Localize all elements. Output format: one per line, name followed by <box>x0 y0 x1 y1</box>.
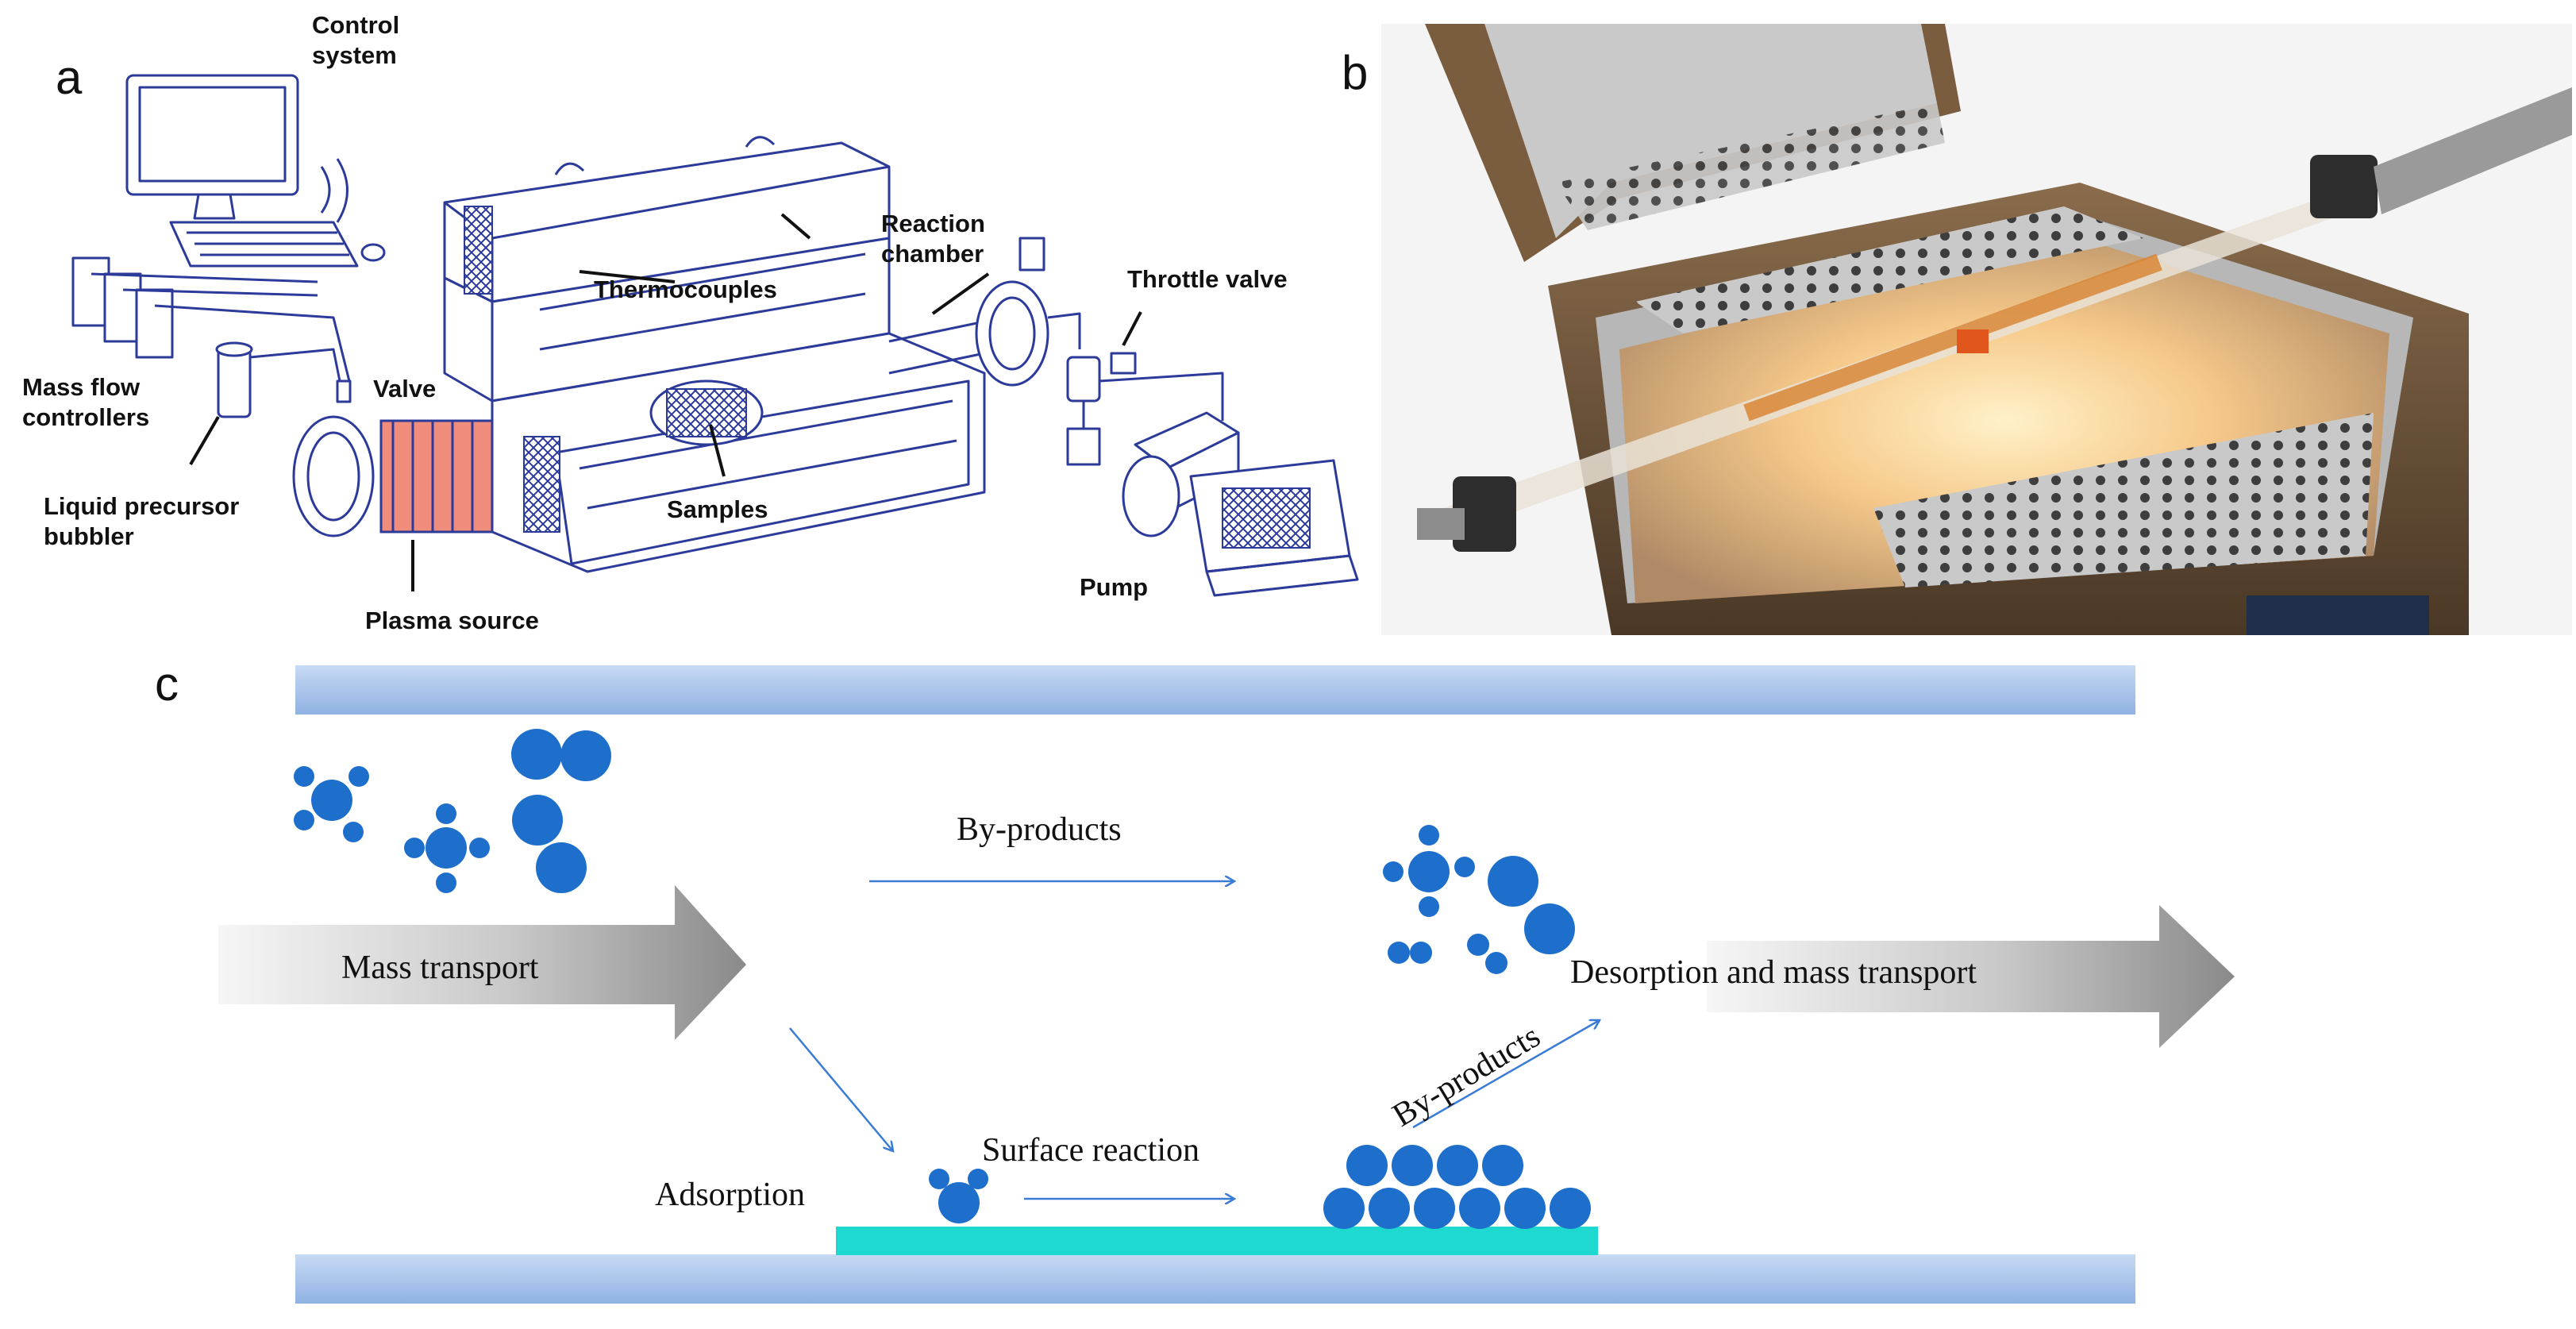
label-plasma-source: Plasma source <box>365 607 539 634</box>
label-pump: Pump <box>1080 573 1148 601</box>
label-adsorption: Adsorption <box>655 1177 805 1213</box>
panel-a-leaders <box>189 213 1142 477</box>
pump-icon <box>1122 411 1359 597</box>
plasma-source-coil <box>292 415 522 591</box>
label-samples: Samples <box>667 495 768 523</box>
panel-b: b <box>1342 24 2572 635</box>
panel-a: a <box>22 11 1359 634</box>
label-mass-transport: Mass transport <box>341 950 539 986</box>
label-reaction-chamber: Reaction chamber <box>881 210 992 268</box>
mass-transport-arrow <box>218 885 746 1040</box>
reaction-chamber-icon <box>888 237 1081 387</box>
bubbler-icon <box>215 341 343 418</box>
flow-arrows <box>789 881 1600 1199</box>
panel-c-tag: c <box>155 657 179 711</box>
deposited-film <box>1323 1145 1591 1229</box>
adsorbed-molecule <box>929 1169 988 1223</box>
label-throttle-valve: Throttle valve <box>1127 265 1288 293</box>
tube-wall-bottom <box>295 1254 2135 1304</box>
label-surface-reaction: Surface reaction <box>982 1132 1199 1169</box>
furnace-body <box>443 136 986 573</box>
label-by-products-diag: By-products <box>1386 1018 1546 1134</box>
label-by-products-top: By-products <box>957 811 1122 848</box>
label-thermocouples: Thermocouples <box>594 275 777 303</box>
valve-icon <box>336 379 352 403</box>
label-liquid-precursor-bubbler: Liquid precursor bubbler <box>44 492 246 550</box>
panel-c: c <box>155 657 2235 1304</box>
arrow-adsorption <box>789 1027 893 1151</box>
label-desorption: Desorption and mass transport <box>1570 954 1977 991</box>
computer-icon <box>125 74 386 268</box>
tube-wall-top <box>295 665 2135 715</box>
mass-flow-controllers-icon <box>71 256 351 382</box>
arrow-by-products-diag <box>1412 1020 1600 1129</box>
label-control-system: Control system <box>312 11 406 69</box>
substrate <box>836 1227 1598 1255</box>
desorption-arrow <box>1707 905 2235 1048</box>
panel-b-tag: b <box>1342 46 1368 99</box>
panel-a-tag: a <box>56 51 83 104</box>
tube-furnace-photo <box>1381 24 2572 635</box>
throttle-valve-icon <box>1066 352 1224 466</box>
label-valve: Valve <box>373 375 436 403</box>
label-mass-flow-controllers: Mass flow controllers <box>22 373 149 431</box>
precursor-molecules <box>294 729 611 893</box>
by-product-molecules <box>1383 825 1575 974</box>
